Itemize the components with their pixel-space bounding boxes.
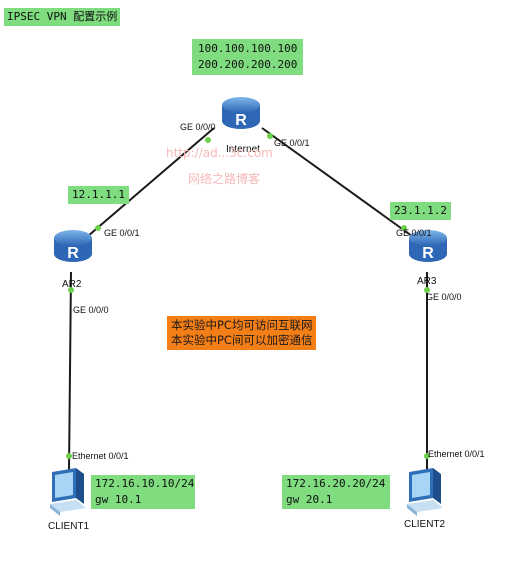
port-dot: [68, 287, 74, 293]
internet-ip-box: 100.100.100.100 200.200.200.200: [192, 39, 304, 75]
link-ar2-client1: [68, 271, 72, 471]
client1-ip: 172.16.10.10/24: [95, 477, 195, 490]
port-dot: [95, 225, 101, 231]
router-icon: R: [54, 230, 92, 262]
port-dot: [401, 225, 407, 231]
client2-port: Ethernet 0/0/1: [428, 449, 485, 459]
ar3-port-down: GE 0/0/0: [426, 292, 462, 302]
internet-port-left: GE 0/0/0: [180, 122, 216, 132]
port-dot: [424, 287, 430, 293]
port-dot: [66, 453, 72, 459]
client1-ip-box: 172.16.10.10/24 gw 10.1: [91, 475, 195, 509]
svg-text:R: R: [422, 245, 434, 262]
port-dot: [424, 453, 430, 459]
watermark-site: 网络之路博客: [188, 172, 261, 186]
router-icon: R: [409, 230, 447, 262]
svg-text:R: R: [235, 112, 247, 129]
internet-router-name: Internet: [226, 144, 260, 155]
port-dot: [267, 133, 273, 139]
ar2-name: AR2: [62, 279, 82, 290]
pc-icon: [407, 468, 443, 516]
internet-port-right: GE 0/0/1: [274, 138, 310, 148]
note-line: 本实验中PC间可以加密通信: [171, 333, 313, 347]
link-internet-ar2: [87, 127, 215, 237]
page-title: IPSEC VPN 配置示例: [4, 8, 121, 26]
ar3-port-up: GE 0/0/1: [396, 228, 432, 238]
ar2-ip-label: 12.1.1.1: [68, 186, 129, 204]
link-internet-ar3: [261, 127, 413, 237]
client2-ip: 172.16.20.20/24: [286, 477, 386, 490]
ar2-port-down: GE 0/0/0: [73, 305, 109, 315]
ar2-port-up: GE 0/0/1: [104, 228, 140, 238]
pc-icon: [50, 468, 86, 516]
client1-port: Ethernet 0/0/1: [72, 451, 129, 461]
ar3-name: AR3: [417, 276, 437, 287]
ar3-ip-label: 23.1.1.2: [390, 202, 451, 220]
client1-name: CLIENT1: [48, 521, 90, 532]
watermark-url: http://ad...3c.com: [166, 146, 273, 160]
internet-ip-2: 200.200.200.200: [198, 58, 298, 71]
client2-gw: gw 20.1: [286, 493, 333, 506]
client1-gw: gw 10.1: [95, 493, 142, 506]
client2-ip-box: 172.16.20.20/24 gw 20.1: [282, 475, 390, 509]
note-line: 本实验中PC均可访问互联网: [171, 318, 313, 332]
svg-text:R: R: [67, 245, 79, 262]
client2-name: CLIENT2: [404, 519, 446, 530]
port-dot: [205, 137, 211, 143]
router-icon: R: [222, 97, 260, 129]
notes-box: 本实验中PC均可访问互联网本实验中PC间可以加密通信: [167, 316, 317, 350]
internet-ip-1: 100.100.100.100: [198, 42, 298, 55]
